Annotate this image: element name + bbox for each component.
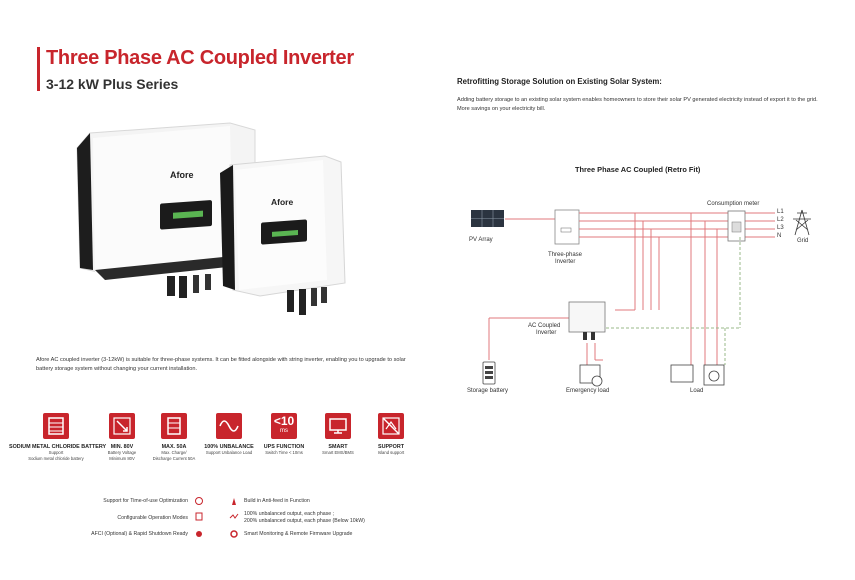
bullet-icons-left [195,497,203,537]
feature-title: SMART [328,444,348,450]
feature-subtitle: Smart EMS/BMS [322,450,354,455]
ups-timer-icon: <10 ms [271,413,297,439]
feature-smart: SMART Smart EMS/BMS [303,413,373,456]
retrofit-description: Adding battery storage to an existing so… [457,97,818,112]
feature-max-current: MAX. 50A Max. Charge/ Discharge Current … [139,413,209,461]
feature-min-voltage: MIN. 80V Battery Voltage Minimum 80V [87,413,157,461]
page-subtitle: 3-12 kW Plus Series [46,76,179,92]
label-inverter: Inverter [555,259,576,265]
label-storage-battery: Storage battery [467,388,509,394]
feature-subtitle: Switch Time < 10ms [265,450,303,455]
grid-tower-icon [793,209,811,236]
unbalance-icon [229,513,239,519]
label-emergency-load: Emergency load [566,388,610,394]
pv-array-icon [471,210,504,227]
label-three-phase: Three-phase [548,252,583,258]
feature-title: MAX. 50A [161,444,187,450]
label-pv-array: PV Array [469,237,493,243]
label-consumption-meter: Consumption meter [707,201,760,207]
feature-title: 100% UNBALANCE [204,444,254,450]
washer-load-icon [703,364,725,386]
voltage-arrows-icon [109,413,135,439]
battery-cells-icon [43,413,69,439]
feature-subtitle: Support Unbalance Load [205,450,253,455]
brand-logo-small: Afore [271,197,294,207]
clock-icon [195,497,203,505]
feature-sodium-battery: SODIUM METAL CHLORIDE BATTERY Support So… [9,413,106,461]
title-accent-bar [37,47,40,91]
feature-subtitle: Island support [377,450,405,455]
feature-ups: <10 ms UPS FUNCTION Switch Time < 10ms [249,413,319,456]
feature-title: UPS FUNCTION [263,444,305,450]
label-l3: L3 [777,225,784,231]
feature-subtitle: Max. Charge/ Discharge Current 50A [152,450,196,461]
bullet-afci: AFCI (Optional) & Rapid Shutdown Ready [91,531,188,537]
bullet-icons-right [229,498,239,538]
label-l2: L2 [777,217,784,223]
label-ac-coupled: AC Coupled [528,323,561,329]
page-title: Three Phase AC Coupled Inverter [46,47,354,69]
retrofit-heading: Retrofitting Storage Solution on Existin… [457,77,662,86]
bullet-time-of-use: Support for Time-of-use Optimization [103,498,188,504]
bullet-operation-modes: Configurable Operation Modes [117,515,188,521]
tv-load-icon [670,364,694,383]
afci-icon [196,531,202,537]
bullet-anti-feed: Build in Anti-feed in Function [244,498,310,504]
feature-title: SODIUM METAL CHLORIDE BATTERY [9,444,107,450]
label-ac-inverter: Inverter [536,330,557,336]
current-stack-icon [161,413,187,439]
label-l1: L1 [777,209,784,215]
label-grid: Grid [797,238,809,244]
retrofit-wiring-diagram [471,209,811,387]
ac-coupled-inverter-icon [568,301,606,333]
diagram-title: Three Phase AC Coupled (Retro Fit) [575,165,701,174]
feature-title: SUPPORT [377,444,405,450]
bullet-smart-monitoring: Smart Monitoring & Remote Firmware Upgra… [244,531,353,537]
anti-feed-icon [232,498,236,505]
feature-subtitle: Support Sodium metal chloride battery [28,450,84,461]
product-description: Afore AC coupled inverter (3-12kW) is su… [36,357,406,372]
island-icon [378,413,404,439]
ups-badge-value: <10 [273,414,295,428]
feature-title: MIN. 80V [110,444,134,450]
three-phase-inverter-icon [554,209,580,245]
brand-logo-large: Afore [170,170,194,180]
monitor-icon [325,413,351,439]
bullet-unbalanced-output: 100% unbalanced output, each phase ; 200… [244,511,365,524]
feature-island: SUPPORT Island support [356,413,426,456]
label-load: Load [690,388,704,394]
sine-wave-icon [216,413,242,439]
gear-icon [230,530,238,538]
ups-badge-unit: ms [280,428,288,434]
feature-unbalance: 100% UNBALANCE Support Unbalance Load [194,413,264,456]
inverter-product-image [76,122,346,315]
modes-icon [195,512,203,521]
label-n: N [777,233,782,239]
feature-subtitle: Battery Voltage Minimum 80V [107,450,137,461]
